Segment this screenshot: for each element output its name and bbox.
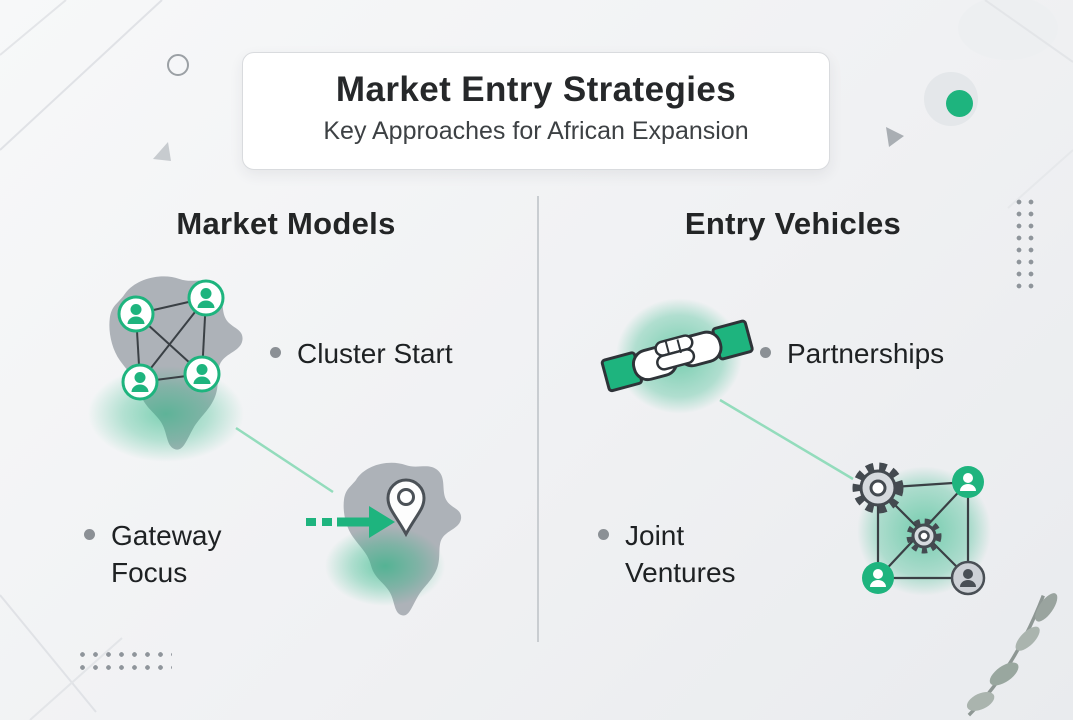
column-heading-entry-vehicles: Entry Vehicles [684, 206, 902, 241]
column-heading-market-models: Market Models [176, 206, 396, 241]
diagonal-line-decor [984, 0, 1073, 63]
dots-pattern-bottom-left [76, 648, 172, 674]
gateway-arrow [306, 506, 395, 538]
africa-network-map-svg [88, 276, 244, 462]
africa-gateway-svg [306, 462, 462, 616]
green-glow [88, 366, 244, 462]
item-label: Cluster Start [297, 338, 453, 369]
page-subtitle: Key Approaches for African Expansion [323, 117, 749, 145]
handshake-shapes [600, 319, 754, 393]
connector-line-right [719, 398, 854, 481]
small-gear-icon [906, 518, 942, 554]
diagonal-line-decor [0, 594, 97, 713]
leaf-plant-svg [966, 593, 1058, 717]
dots-pattern-right [1013, 196, 1037, 290]
green-dot-decor [946, 90, 973, 117]
handshake-svg [600, 319, 754, 393]
list-item-cluster-start: Cluster Start [270, 336, 453, 373]
title-card: Market Entry Strategies Key Approaches f… [242, 52, 830, 170]
gears-team-icon [842, 452, 1002, 612]
triangle-decor-left [153, 142, 171, 161]
location-pin-icon [386, 478, 426, 538]
page-title: Market Entry Strategies [335, 70, 737, 109]
africa-gateway-pin-icon [303, 446, 471, 640]
list-item-joint-ventures: Joint Ventures [598, 518, 770, 592]
diagonal-line-decor [0, 0, 163, 151]
item-label: Gateway Focus [111, 520, 222, 588]
person-node-green [862, 562, 894, 594]
diagonal-line-decor [0, 0, 67, 56]
connector-line-left [235, 426, 334, 494]
network-person-nodes [117, 279, 225, 401]
item-label: Partnerships [787, 338, 945, 369]
triangle-decor-right [886, 127, 904, 147]
person-node-gray [950, 560, 986, 596]
list-item-gateway-focus: Gateway Focus [84, 518, 256, 592]
leaf-plant-decor [950, 578, 1070, 720]
green-glow [325, 526, 445, 606]
bullet-icon [598, 529, 609, 540]
bullet-icon [760, 347, 771, 358]
gears-team-svg [852, 462, 986, 596]
africa-network-map-icon [78, 256, 276, 464]
big-gear-icon [852, 462, 904, 514]
item-label: Joint Ventures [625, 520, 736, 588]
circle-outline-decor [167, 54, 189, 76]
bullet-icon [270, 347, 281, 358]
bullet-icon [84, 529, 95, 540]
handshake-icon [600, 290, 755, 418]
column-divider [537, 196, 539, 642]
pale-blob-decor [958, 0, 1058, 60]
person-node-green [952, 466, 984, 498]
list-item-partnerships: Partnerships [760, 336, 944, 373]
